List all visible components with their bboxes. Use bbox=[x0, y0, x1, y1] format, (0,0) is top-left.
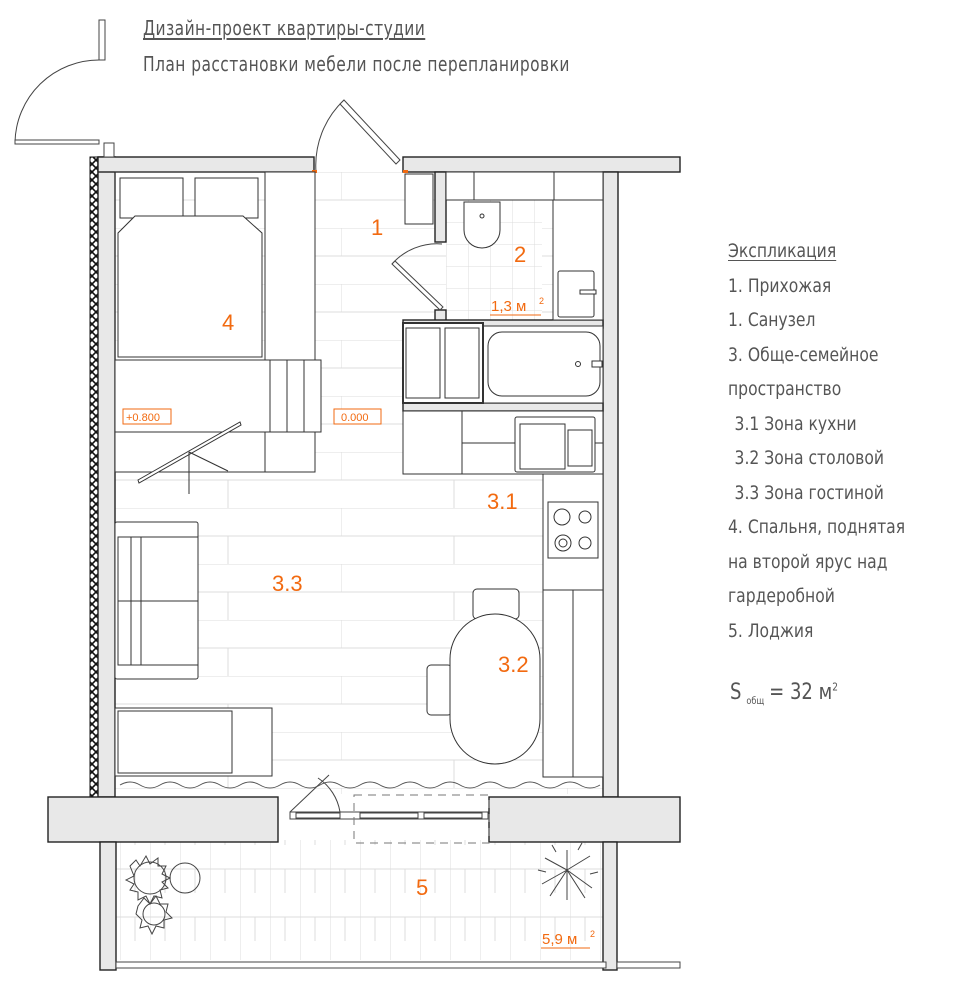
cooktop-icon bbox=[547, 501, 599, 559]
svg-text:2: 2 bbox=[539, 296, 544, 306]
svg-text:1,3 м: 1,3 м bbox=[491, 298, 526, 315]
room-label-bathroom: 2 bbox=[514, 242, 526, 267]
tree-icon bbox=[537, 842, 599, 900]
legend-item: 1. Санузел bbox=[728, 309, 816, 331]
legend-heading: Экспликация bbox=[728, 240, 837, 262]
bathroom-door[interactable] bbox=[391, 243, 444, 311]
legend-item: 1. Прихожая bbox=[728, 274, 832, 297]
legend-item: 3.3 Зона гостиной bbox=[734, 481, 884, 504]
curtain bbox=[119, 781, 601, 789]
room-label-dining: 3.2 bbox=[498, 652, 529, 677]
room-label-loggia: 5 bbox=[416, 875, 428, 900]
svg-text:+0.800: +0.800 bbox=[126, 412, 160, 424]
legend-item: 3. Обще-семейное bbox=[728, 343, 879, 366]
walls bbox=[47, 156, 681, 971]
loggia-window bbox=[115, 961, 681, 969]
legend-item: 3.2 Зона столовой bbox=[734, 447, 885, 469]
svg-text:0.000: 0.000 bbox=[341, 412, 369, 424]
kitchen-counter bbox=[402, 410, 604, 778]
top-left-door[interactable] bbox=[14, 19, 115, 158]
bed-icon bbox=[117, 215, 263, 358]
toilet-icon bbox=[463, 201, 501, 249]
entry-door[interactable] bbox=[312, 99, 408, 173]
tv-cabinet bbox=[114, 707, 273, 777]
bedroom-platform bbox=[114, 171, 322, 494]
room-label-hallway: 1 bbox=[371, 215, 383, 240]
room-label-living: 3.3 bbox=[272, 571, 303, 596]
dining-table bbox=[426, 588, 541, 765]
balcony-door[interactable] bbox=[289, 774, 490, 844]
level-mark-bedroom: +0.800 bbox=[122, 408, 172, 425]
svg-text:5,9 м: 5,9 м bbox=[542, 931, 577, 948]
legend-item: 3.1 Зона кухни bbox=[734, 412, 857, 435]
plant-icon bbox=[124, 854, 201, 936]
bathtub-icon bbox=[487, 331, 601, 397]
room-label-bedroom: 4 bbox=[222, 310, 234, 335]
legend-item: на второй ярус над bbox=[728, 550, 888, 573]
legend-item: пространство bbox=[728, 378, 842, 400]
legend-item: 4. Спальня, поднятая bbox=[728, 516, 906, 538]
insulation-hatch bbox=[89, 156, 99, 798]
area-bathroom: 1,3 м 2 bbox=[490, 296, 544, 316]
floor-loggia bbox=[116, 840, 606, 960]
legend-item: гардеробной bbox=[728, 585, 835, 607]
sofa bbox=[114, 521, 199, 680]
svg-text:2: 2 bbox=[590, 929, 595, 939]
area-loggia: 5,9 м 2 bbox=[541, 929, 595, 949]
plan-subtitle: План расстановки мебели после перепланир… bbox=[143, 52, 570, 76]
bathroom-fixtures bbox=[402, 171, 604, 404]
level-mark-floor: 0.000 bbox=[333, 408, 382, 425]
project-title: Дизайн-проект квартиры-студии bbox=[143, 16, 426, 40]
room-label-kitchen: 3.1 bbox=[487, 489, 518, 514]
explication-legend: Экспликация 1. Прихожая 1. Санузел 3. Об… bbox=[728, 234, 954, 648]
hallway-cabinet bbox=[404, 173, 434, 225]
legend-item: 5. Лоджия bbox=[728, 619, 814, 642]
